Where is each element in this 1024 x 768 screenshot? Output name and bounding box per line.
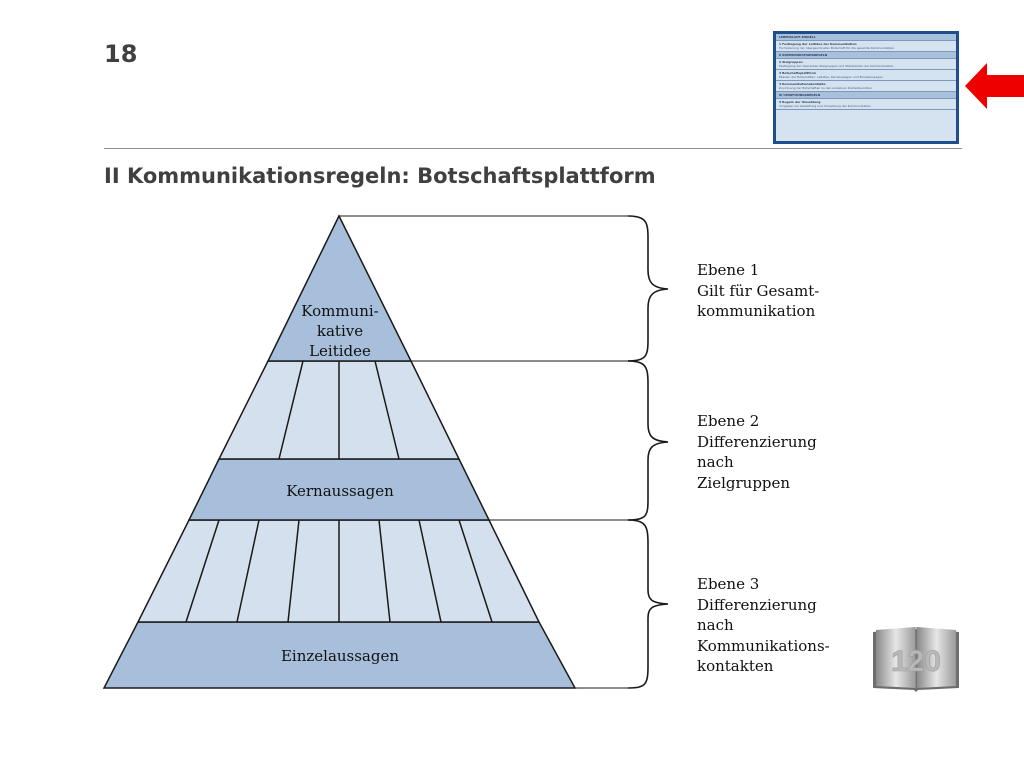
- apex-label-line: Kommuni-: [301, 302, 378, 320]
- thumbnail-section-item: 1 Festlegung der Leitidee der Kommunikat…: [776, 41, 956, 52]
- segment-divider: [374, 360, 400, 460]
- thumbnail-section-desc: Festlegung der relevanten Zielgruppen un…: [779, 64, 894, 68]
- level-1-line: kommunikation: [697, 302, 816, 320]
- thumbnail-section-desc: Ebenen der Botschaften: Leitidee, Kernau…: [779, 75, 883, 79]
- level-3-brace: [627, 519, 669, 689]
- level-1-brace: [627, 215, 669, 362]
- segment-divider: [236, 519, 260, 623]
- thumbnail-section-desc: Formulierung der übergeordneten Botschaf…: [779, 46, 895, 50]
- pyramid-apex: [266, 214, 413, 362]
- level-1-description: Ebene 1 Gilt für Gesamt- kommunikation: [697, 260, 819, 322]
- apex-label-line: Leitidee: [309, 342, 371, 360]
- bottom-band-label: Einzelaussagen: [281, 647, 399, 665]
- thumbnail-section-title: 4 Kommunikationskontakte: [779, 82, 826, 86]
- level-3-line: Ebene 3: [697, 575, 760, 593]
- level-3-line: nach: [697, 616, 734, 634]
- thumbnail-section-title: III UMSETZUNGSREGELN: [779, 93, 821, 97]
- level-3-description: Ebene 3 Differenzierung nach Kommunikati…: [697, 574, 830, 677]
- level-2-line: Ebene 2: [697, 412, 760, 430]
- segment-divider: [418, 519, 442, 623]
- thumbnail-section-title: 1 Festlegung der Leitidee der Kommunikat…: [779, 42, 857, 46]
- book-icon[interactable]: 120: [870, 626, 962, 694]
- level-3-line: kontakten: [697, 657, 774, 675]
- thumbnail-section-header: III UMSETZUNGSREGELN: [776, 92, 956, 99]
- thumbnail-section-title: 5 Regeln der Umsetzung: [779, 100, 821, 104]
- slide-number: 18: [104, 40, 138, 68]
- level-2-brace: [627, 360, 669, 521]
- level-2-line: nach: [697, 453, 734, 471]
- segment-divider: [287, 519, 300, 623]
- apex-label-line: kative: [317, 322, 363, 340]
- segment-divider: [458, 519, 493, 623]
- outline-thumbnail[interactable]: LEBENSLAUF-MODELL 1 Festlegung der Leitid…: [773, 31, 959, 144]
- thumbnail-section-title: 2 Zielgruppen: [779, 60, 803, 64]
- arrow-left-icon: [965, 63, 1024, 109]
- level-3-line: Kommunikations-: [697, 636, 830, 655]
- thumbnail-section-desc: Vorgaben zur Gestaltung und Umsetzung de…: [779, 104, 872, 108]
- thumbnail-section-header: II KOMMUNIKATIONSREGELN: [776, 52, 956, 59]
- thumbnail-section-title: LEBENSLAUF-MODELL: [779, 35, 816, 39]
- middle-band-label: Kernaussagen: [286, 482, 394, 500]
- level-1-line: Gilt für Gesamt-: [697, 281, 820, 300]
- thumbnail-section-header: LEBENSLAUF-MODELL: [776, 34, 956, 41]
- thumbnail-section-title: II KOMMUNIKATIONSREGELN: [779, 53, 828, 57]
- thumbnail-section-title: 3 Botschaftsplattform: [779, 71, 817, 75]
- level-3-line: Differenzierung: [697, 595, 817, 614]
- segment-divider: [278, 360, 304, 460]
- slide-title: II Kommunikationsregeln: Botschaftsplatt…: [104, 164, 656, 188]
- level-1-line: Ebene 1: [697, 261, 760, 279]
- thumbnail-section-desc: Zuordnung der Botschaften zu den einzeln…: [779, 86, 872, 90]
- header-rule: [104, 148, 962, 149]
- level-2-line: Zielgruppen: [697, 473, 791, 492]
- level-2-description: Ebene 2 Differenzierung nach Zielgruppen: [697, 411, 817, 493]
- segment-divider: [378, 519, 391, 623]
- segment-divider: [185, 519, 220, 623]
- book-page-number: 120: [891, 645, 941, 678]
- level-2-line: Differenzierung: [697, 432, 817, 451]
